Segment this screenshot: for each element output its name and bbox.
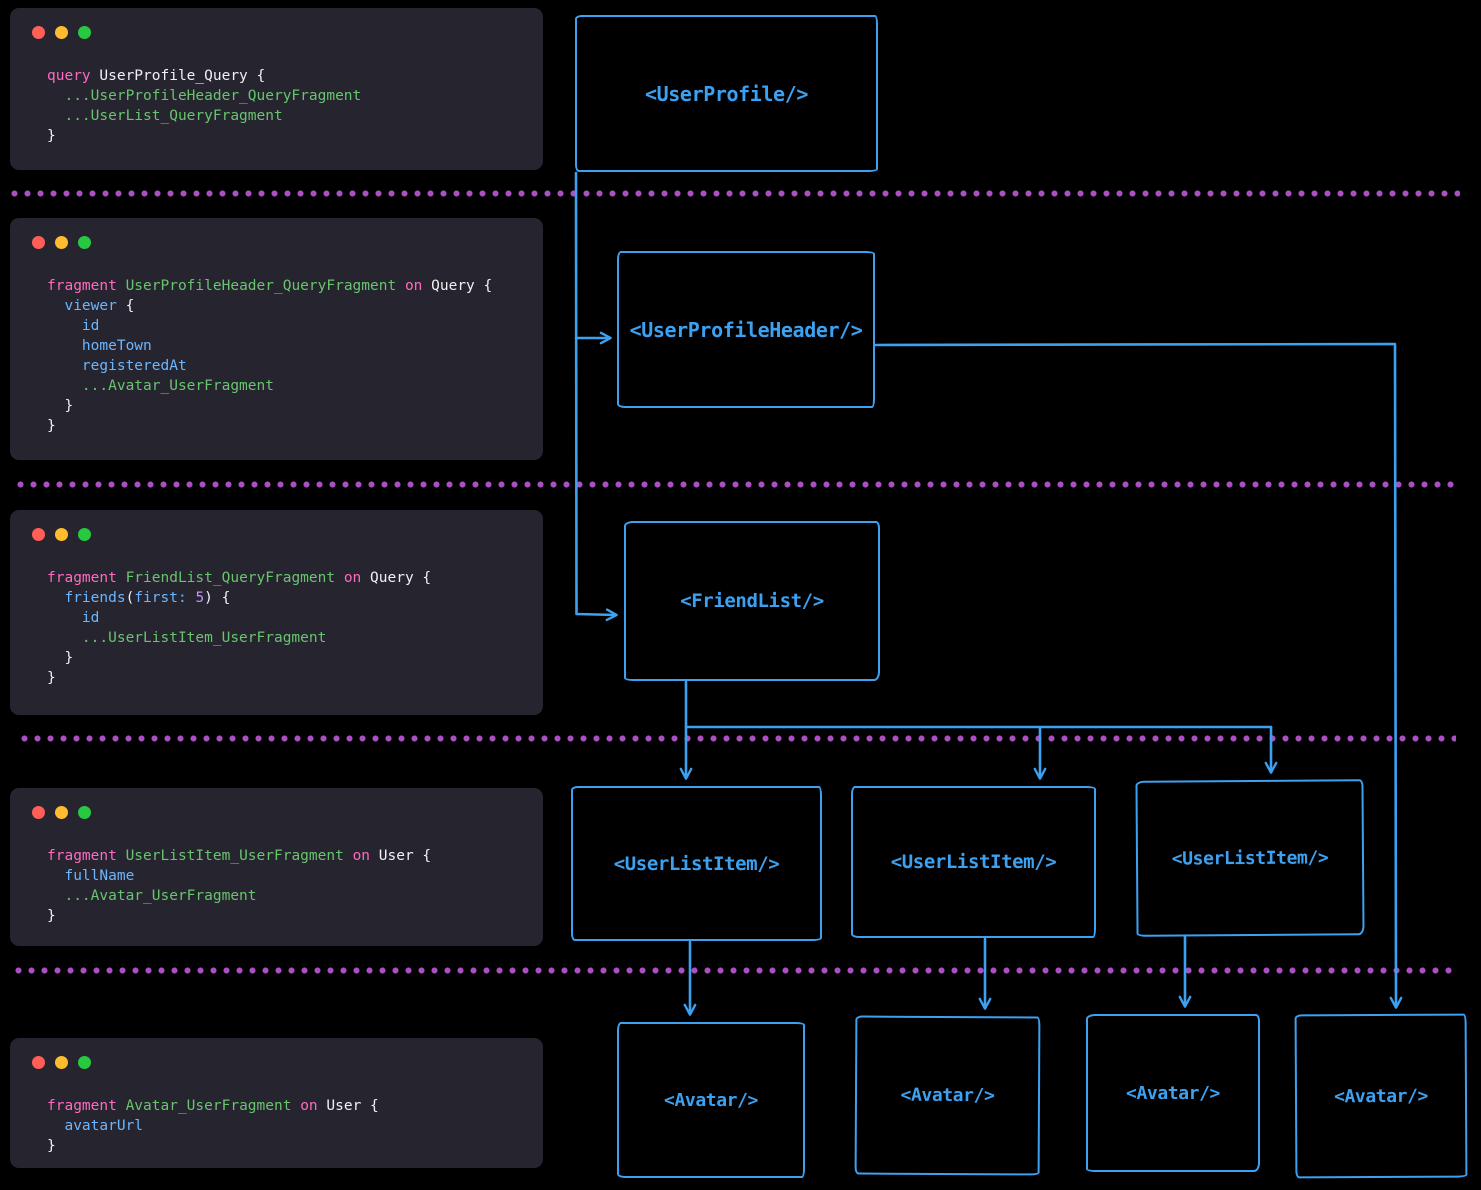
- component-node-user-profile: <UserProfile/>: [575, 15, 878, 172]
- minimize-icon[interactable]: [55, 1056, 68, 1069]
- component-label: <UserProfileHeader/>: [629, 317, 863, 342]
- code-line: fullName: [64, 868, 135, 884]
- graphql-code: fragment UserListItem_UserFragment on Us…: [47, 846, 431, 926]
- component-label: <FriendList/>: [680, 590, 824, 612]
- close-icon[interactable]: [32, 806, 45, 819]
- component-label: <Avatar/>: [664, 1089, 758, 1111]
- code-line: fragment UserProfileHeader_QueryFragment…: [47, 278, 493, 294]
- dotted-separator-3: [18, 735, 1456, 742]
- close-icon[interactable]: [32, 26, 45, 39]
- code-window-query-user-profile: query UserProfile_Query { ...UserProfile…: [10, 8, 543, 170]
- dotted-separator-2: [14, 481, 1454, 488]
- component-node-user-list-item-1: <UserListItem/>: [571, 786, 822, 941]
- component-node-user-list-item-3: <UserListItem/>: [1135, 779, 1365, 937]
- code-line: }: [47, 128, 56, 144]
- component-node-friend-list: <FriendList/>: [624, 521, 880, 681]
- code-line: fragment UserListItem_UserFragment on Us…: [47, 848, 432, 864]
- graphql-code: query UserProfile_Query { ...UserProfile…: [47, 66, 361, 146]
- code-window-fragment-user-list-item: fragment UserListItem_UserFragment on Us…: [10, 788, 543, 946]
- zoom-icon[interactable]: [78, 26, 91, 39]
- code-line: homeTown: [81, 338, 152, 354]
- code-line: id: [81, 610, 100, 626]
- minimize-icon[interactable]: [55, 806, 68, 819]
- code-line: fragment FriendList_QueryFragment on Que…: [47, 570, 432, 586]
- component-label: <UserProfile/>: [645, 81, 808, 106]
- window-controls: [32, 528, 91, 541]
- code-line: avatarUrl: [64, 1118, 144, 1134]
- component-label: <UserListItem/>: [1171, 846, 1329, 870]
- window-controls: [32, 1056, 91, 1069]
- arrow-userprofile-to-friendlist: [574, 171, 618, 622]
- code-line: ...UserList_QueryFragment: [47, 108, 283, 124]
- component-label: <UserListItem/>: [890, 851, 1057, 873]
- close-icon[interactable]: [32, 236, 45, 249]
- component-label: <Avatar/>: [900, 1084, 995, 1107]
- code-line: id: [81, 318, 100, 334]
- code-line: ...UserProfileHeader_QueryFragment: [47, 88, 362, 104]
- component-label: <Avatar/>: [1333, 1085, 1429, 1107]
- code-window-fragment-avatar: fragment Avatar_UserFragment on User { a…: [10, 1038, 543, 1168]
- code-line: ...Avatar_UserFragment: [47, 378, 274, 394]
- code-window-fragment-friend-list: fragment FriendList_QueryFragment on Que…: [10, 510, 543, 715]
- zoom-icon[interactable]: [78, 806, 91, 819]
- component-node-avatar-3: <Avatar/>: [1086, 1014, 1260, 1172]
- window-controls: [32, 806, 91, 819]
- code-line: }: [47, 650, 74, 666]
- graphql-code: fragment Avatar_UserFragment on User { a…: [47, 1096, 379, 1156]
- code-line: query UserProfile_Query {: [47, 68, 266, 84]
- close-icon[interactable]: [32, 528, 45, 541]
- window-controls: [32, 236, 91, 249]
- code-line: ...UserListItem_UserFragment: [47, 630, 327, 646]
- graphql-code: fragment UserProfileHeader_QueryFragment…: [47, 276, 492, 436]
- component-node-user-list-item-2: <UserListItem/>: [851, 786, 1096, 938]
- code-line: }: [47, 418, 56, 434]
- minimize-icon[interactable]: [55, 26, 68, 39]
- code-line: registeredAt: [81, 358, 187, 374]
- zoom-icon[interactable]: [78, 528, 91, 541]
- minimize-icon[interactable]: [55, 528, 68, 541]
- code-line: ...Avatar_UserFragment: [47, 888, 257, 904]
- component-node-avatar-4: <Avatar/>: [1294, 1013, 1468, 1179]
- component-node-avatar-2: <Avatar/>: [854, 1015, 1041, 1176]
- graphql-code: fragment FriendList_QueryFragment on Que…: [47, 568, 431, 688]
- dotted-separator-4: [12, 967, 1452, 974]
- code-line: friends(first: 5) {: [64, 590, 231, 606]
- component-label: <UserListItem/>: [613, 852, 780, 875]
- close-icon[interactable]: [32, 1056, 45, 1069]
- component-node-avatar-1: <Avatar/>: [617, 1022, 805, 1178]
- code-line: }: [47, 398, 74, 414]
- code-line: }: [47, 670, 56, 686]
- code-line: viewer {: [64, 298, 135, 314]
- code-line: fragment Avatar_UserFragment on User {: [47, 1098, 379, 1114]
- dotted-separator-1: [8, 190, 1460, 197]
- code-window-fragment-user-profile-header: fragment UserProfileHeader_QueryFragment…: [10, 218, 543, 460]
- code-line: }: [47, 1138, 56, 1154]
- zoom-icon[interactable]: [78, 236, 91, 249]
- minimize-icon[interactable]: [55, 236, 68, 249]
- component-label: <Avatar/>: [1126, 1082, 1220, 1104]
- code-line: }: [47, 908, 56, 924]
- component-node-user-profile-header: <UserProfileHeader/>: [617, 251, 875, 408]
- window-controls: [32, 26, 91, 39]
- zoom-icon[interactable]: [78, 1056, 91, 1069]
